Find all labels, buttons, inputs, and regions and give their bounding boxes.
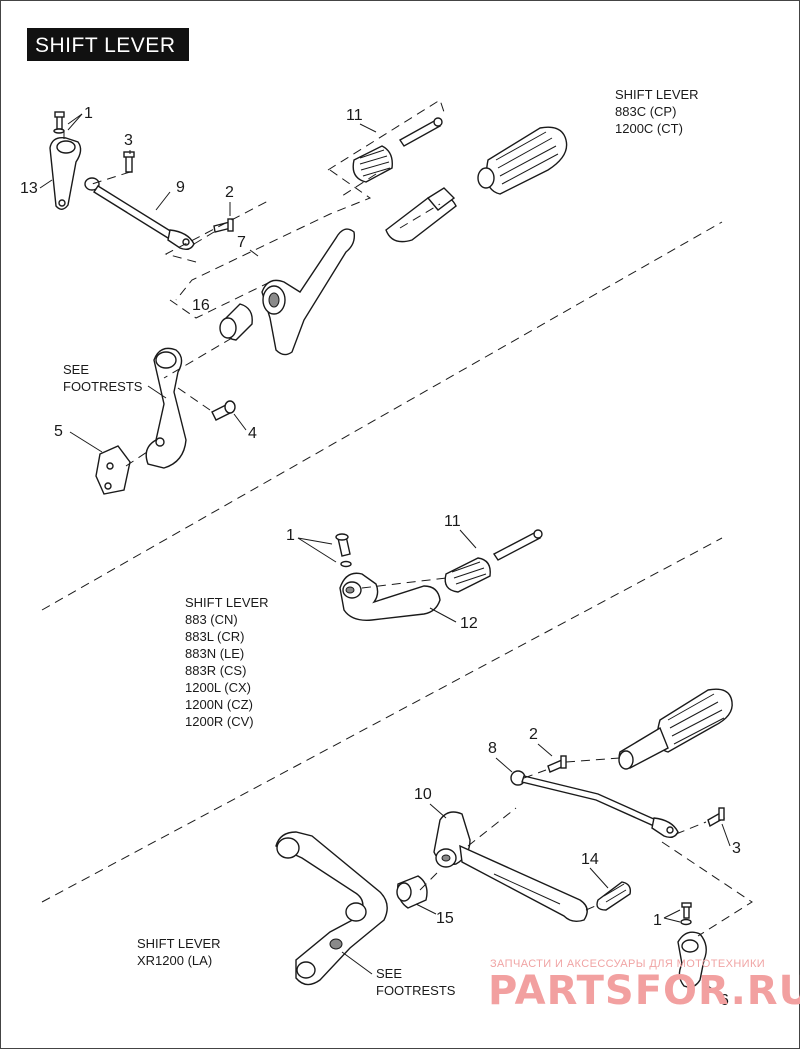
- callout-label: 15: [436, 910, 454, 927]
- bolt-part-4: [211, 400, 236, 421]
- shift-lever-part-7: [261, 228, 356, 356]
- screw-part-3: [123, 151, 135, 173]
- callout-label: 1: [84, 105, 93, 122]
- screw-part-3-section-3: [707, 807, 725, 828]
- callout-label: 12: [460, 615, 478, 632]
- callout-label: 13: [20, 180, 38, 197]
- callouts-section-2: 1 11 12: [286, 513, 478, 632]
- screw-part-2: [213, 218, 234, 233]
- bushing-part-15: [396, 875, 428, 909]
- section-3-caption: SHIFT LEVER XR1200 (LA): [137, 936, 221, 968]
- caption-line: 1200R (CV): [185, 714, 254, 729]
- callout-label: 16: [192, 297, 210, 314]
- note-line: FOOTRESTS: [376, 983, 456, 998]
- callout-label: 8: [488, 740, 497, 757]
- footpeg-upper: [477, 126, 568, 195]
- caption-line: SHIFT LEVER: [185, 595, 269, 610]
- assembly-lines-section-3: [419, 757, 753, 937]
- callout-label: 11: [444, 513, 461, 530]
- footrest-bracket-upper: [145, 347, 187, 469]
- section-1-caption: SHIFT LEVER 883C (CP) 1200C (CT): [615, 87, 699, 136]
- watermark: ЗАПЧАСТИ И АКСЕССУАРЫ ДЛЯ МОТОТЕХНИКИ PA…: [488, 958, 800, 1014]
- callout-label: 1: [653, 912, 662, 929]
- caption-line: 1200L (CX): [185, 680, 251, 695]
- bushing-part-16: [219, 303, 253, 341]
- callout-label: 4: [248, 425, 257, 442]
- bolt-part-1-section-2: [335, 533, 352, 568]
- peg-rubber-part-11-section-2: [444, 529, 543, 593]
- caption-line: 883R (CS): [185, 663, 246, 678]
- watermark-subtitle: ЗАПЧАСТИ И АКСЕССУАРЫ ДЛЯ МОТОТЕХНИКИ: [490, 958, 765, 970]
- title-badge: SHIFT LEVER: [27, 28, 189, 61]
- watermark-logo: PARTSFOR.RU: [488, 968, 800, 1014]
- callout-label: 3: [732, 840, 741, 857]
- callouts-section-1: 1 3 13 9 2 11 7 16 4 5: [20, 105, 377, 453]
- shift-arm-part-6: [677, 931, 707, 988]
- section-divider-1: [41, 221, 723, 611]
- caption-line: 883N (LE): [185, 646, 244, 661]
- caption-line: SHIFT LEVER: [137, 936, 221, 951]
- peg-rubber-part-14: [596, 881, 632, 911]
- footrest-bracket-lower: [275, 831, 388, 986]
- callout-label: 7: [237, 234, 246, 251]
- assembly-lines-section-1: [63, 99, 445, 467]
- shift-lever-part-10: [433, 811, 588, 923]
- shift-lever-arm-part-13: [49, 137, 82, 210]
- caption-line: 883 (CN): [185, 612, 238, 627]
- callout-label: 2: [225, 184, 234, 201]
- callout-label: 2: [529, 726, 538, 743]
- caption-line: XR1200 (LA): [137, 953, 212, 968]
- section-2-caption: SHIFT LEVER 883 (CN) 883L (CR) 883N (LE)…: [185, 595, 269, 729]
- callouts-section-3: 2 8 10 3 14 15 1 6: [414, 726, 741, 1009]
- callout-label: 10: [414, 786, 432, 803]
- section-divider-2: [41, 537, 723, 903]
- see-footrests-note-upper: SEE FOOTRESTS: [63, 362, 167, 399]
- note-line: SEE: [376, 966, 402, 981]
- shift-lever-part-12: [339, 572, 441, 621]
- page-title: SHIFT LEVER: [35, 34, 175, 57]
- caption-line: 1200N (CZ): [185, 697, 253, 712]
- note-line: SEE: [63, 362, 89, 377]
- callout-label: 14: [581, 851, 599, 868]
- footpeg-shaft: [385, 187, 457, 243]
- caption-line: 1200C (CT): [615, 121, 683, 136]
- see-footrests-note-lower: SEE FOOTRESTS: [341, 951, 456, 998]
- plate-part-5: [95, 445, 131, 495]
- bolt-part-1-section-3: [680, 902, 692, 926]
- callout-label: 3: [124, 132, 133, 149]
- caption-line: 883L (CR): [185, 629, 244, 644]
- bolt-part-1: [53, 111, 65, 134]
- callout-label: 6: [720, 992, 729, 1009]
- peg-rubber-part-11: [352, 117, 443, 183]
- callout-label: 1: [286, 527, 295, 544]
- callout-label: 11: [346, 107, 363, 124]
- callout-label: 9: [176, 179, 185, 196]
- note-line: FOOTRESTS: [63, 379, 143, 394]
- callout-label: 5: [54, 423, 63, 440]
- shift-rod-part-9: [84, 177, 195, 251]
- screw-part-2-section-3: [547, 755, 567, 773]
- caption-line: SHIFT LEVER: [615, 87, 699, 102]
- footpeg-lower: [618, 688, 733, 770]
- caption-line: 883C (CP): [615, 104, 676, 119]
- shift-rod-part-8: [510, 770, 679, 839]
